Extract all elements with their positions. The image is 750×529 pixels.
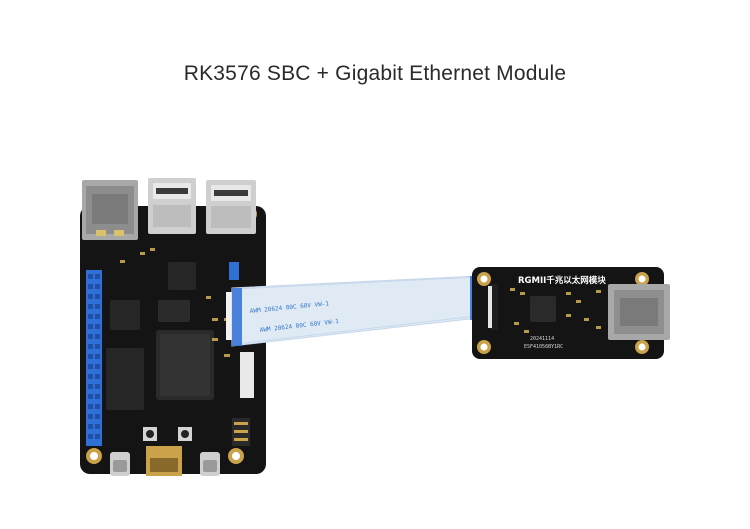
hdmi-port [146, 446, 182, 476]
pmic-chip [168, 262, 196, 290]
usb-c-port [110, 452, 130, 476]
module-date-code: 20241114 [530, 336, 554, 342]
ethernet-jack [82, 180, 138, 240]
fan-header [232, 418, 250, 446]
mounting-hole [635, 272, 649, 286]
emmc-chip [110, 300, 140, 330]
memory-chip [106, 348, 144, 410]
usb-a-port [148, 178, 196, 234]
mounting-hole [477, 340, 491, 354]
soc-chip [156, 330, 214, 400]
jumper [229, 262, 239, 280]
sbc-board [80, 178, 266, 476]
module-serial: ESF41056BY1RC [524, 344, 563, 350]
button [143, 427, 157, 441]
page-title: RK3576 SBC + Gigabit Ethernet Module [183, 62, 567, 85]
module-fpc-connector [488, 284, 498, 330]
phy-chip [530, 296, 556, 322]
button [178, 427, 192, 441]
mounting-hole [477, 272, 491, 286]
gpio-header [86, 270, 102, 446]
module-rj45-jack [608, 284, 670, 340]
usb-c-port [200, 452, 220, 476]
usb-a-port [206, 180, 256, 234]
ethernet-module: RGMII千兆以太网模块 20241114 ESF41056BY1RC [472, 267, 670, 359]
module-label: RGMII千兆以太网模块 [518, 275, 606, 286]
mounting-hole [86, 448, 102, 464]
ffc-cable: AWM 20624 80C 60V VW-1 AWM 20624 80C 60V… [231, 275, 480, 347]
wifi-chip [158, 300, 190, 322]
mounting-hole [635, 340, 649, 354]
display-connector [240, 352, 254, 398]
mounting-hole [228, 448, 244, 464]
